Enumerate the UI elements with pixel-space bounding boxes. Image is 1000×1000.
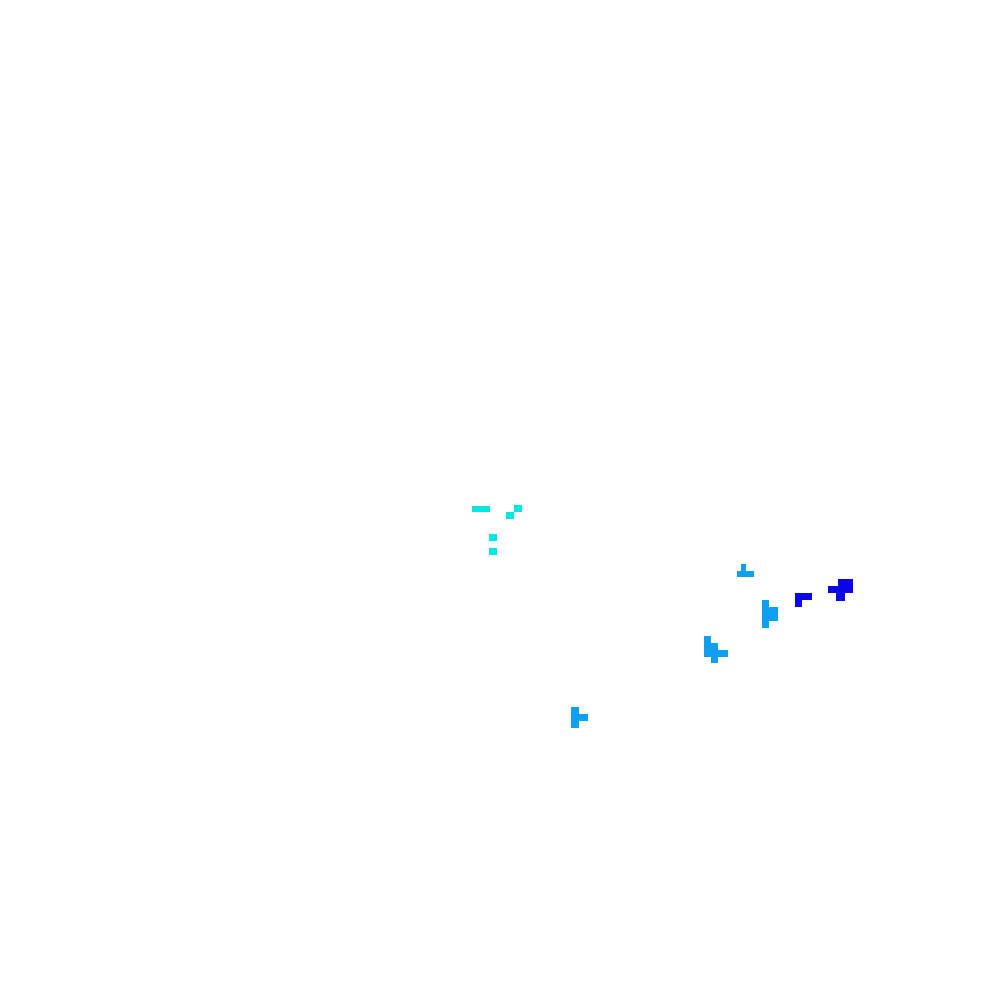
cyan-pixel [472, 506, 490, 512]
light-blue-pixel [704, 636, 711, 657]
light-blue-pixel [737, 571, 754, 577]
cyan-pixel [506, 512, 514, 519]
dark-blue-pixel [795, 600, 802, 607]
light-blue-pixel [571, 707, 579, 728]
dark-blue-pixel [838, 579, 853, 586]
light-blue-pixel [718, 650, 728, 657]
cyan-pixel [489, 548, 497, 555]
dark-blue-pixel [795, 593, 812, 600]
light-blue-pixel [769, 607, 778, 621]
dark-blue-pixel [836, 593, 845, 601]
cyan-pixel [514, 505, 522, 512]
light-blue-pixel [741, 564, 746, 572]
cyan-pixel [489, 534, 497, 541]
dark-blue-pixel [828, 586, 853, 593]
light-blue-pixel [711, 643, 718, 663]
light-blue-pixel [762, 600, 769, 628]
light-blue-pixel [579, 714, 588, 721]
